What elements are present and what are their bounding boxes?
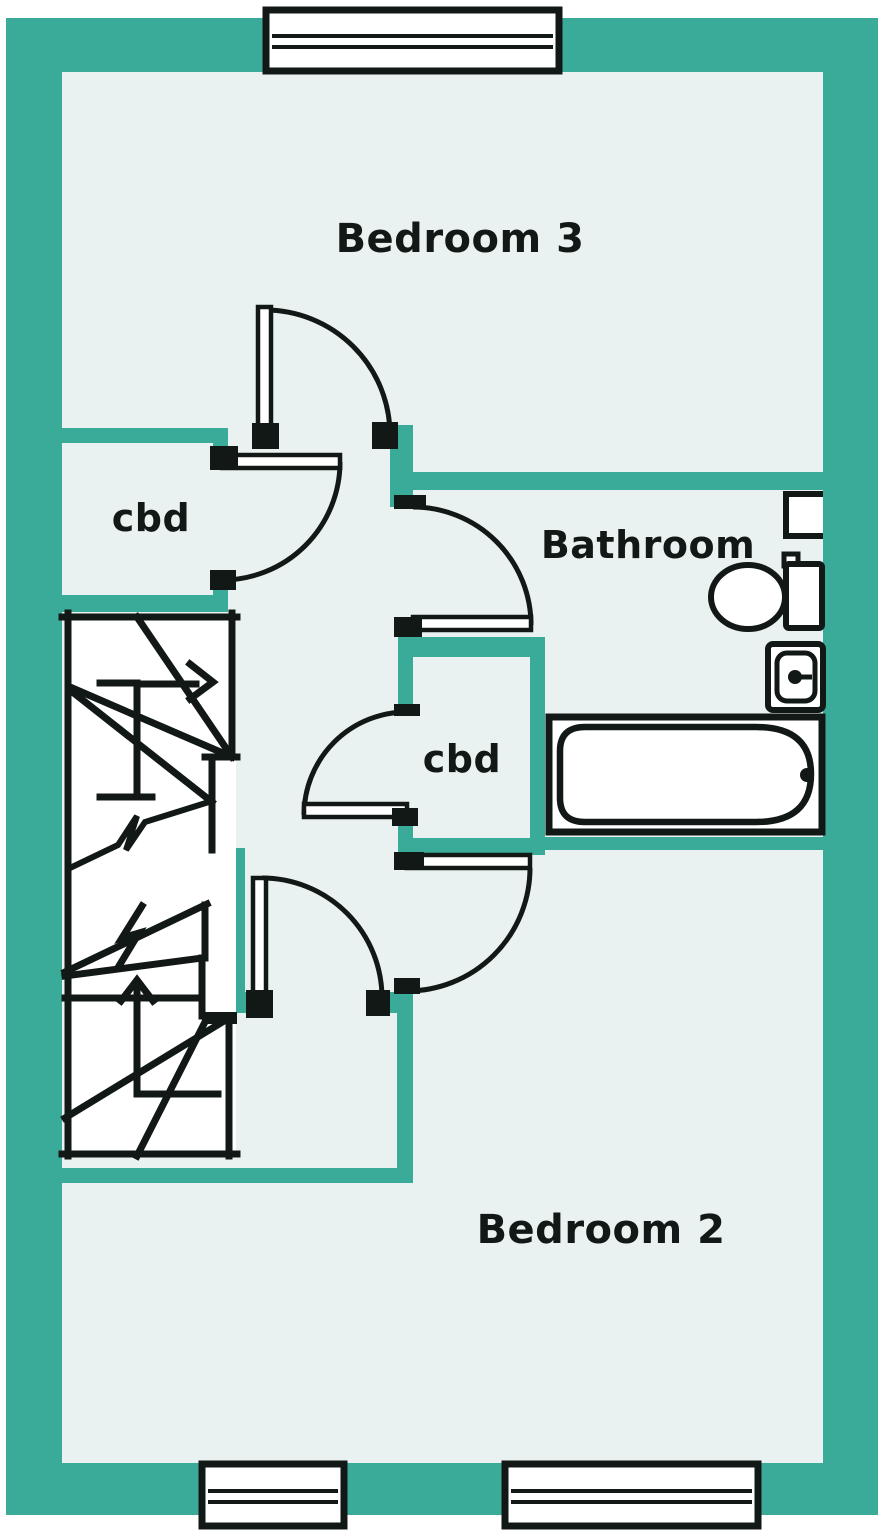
stair-arrow-lower-head	[116, 974, 158, 1006]
door-cbd-center	[301, 704, 420, 826]
label-cbd-left: cbd	[112, 496, 190, 540]
windows	[198, 6, 762, 1530]
wall-cbd-center-north	[398, 637, 545, 657]
doors	[210, 304, 534, 1018]
stair-winder-3	[65, 685, 217, 807]
stair-bolt-lower	[114, 901, 147, 971]
door-bathroom	[394, 495, 534, 637]
door-leaf	[404, 852, 533, 871]
door-leaf	[410, 614, 534, 633]
toilet-icon	[708, 551, 825, 632]
wall-cbd-left-south	[62, 595, 228, 612]
wall-bedroom2-nw-vertical	[397, 1013, 413, 1183]
wall-niche	[783, 491, 823, 539]
staircase	[58, 609, 241, 1161]
door-jamb	[394, 704, 420, 716]
door-jamb	[210, 446, 238, 470]
wall-bathroom-north	[390, 472, 823, 490]
door-jamb	[394, 852, 424, 870]
stair-right-cap	[202, 1012, 237, 1024]
stair-arrow-upper-shaft	[133, 680, 200, 799]
window-glazing	[511, 1489, 752, 1504]
stair-break-upper	[65, 797, 216, 873]
door-jamb	[394, 495, 426, 509]
stair-winder-5	[132, 1013, 212, 1161]
wall-cbd-center-south	[398, 838, 545, 855]
door-cbd-left	[210, 446, 343, 590]
stair-arrow-upper-head	[185, 659, 219, 704]
door-bedroom3	[252, 304, 398, 449]
door-jamb	[392, 808, 418, 826]
door-landing	[246, 875, 390, 1018]
window-frame	[262, 6, 563, 75]
stair-break-lower-2	[61, 954, 206, 980]
door-jamb	[366, 990, 390, 1016]
toilet-bowl	[708, 562, 788, 632]
door-leaf	[301, 801, 410, 820]
bath-drain	[800, 768, 814, 782]
bath-tub	[556, 723, 815, 826]
bath-icon	[545, 713, 826, 836]
basin-icon	[765, 641, 826, 713]
wall-bedroom2-north	[62, 1168, 413, 1183]
door-bedroom2	[394, 852, 533, 994]
wall-landing-south-east	[385, 992, 413, 1013]
door-swing-arc	[264, 307, 393, 436]
door-jamb	[372, 422, 398, 449]
door-swing-arc	[406, 867, 533, 994]
label-bathroom: Bathroom	[541, 523, 755, 567]
window-bottom-left	[198, 1460, 348, 1530]
label-bedroom2: Bedroom 2	[477, 1207, 726, 1253]
door-leaf	[250, 875, 269, 1001]
window-frame	[501, 1460, 762, 1530]
door-jamb	[246, 990, 273, 1018]
door-jamb	[252, 423, 279, 449]
stair-winder-2	[65, 682, 237, 762]
wall-bathroom-south	[545, 837, 823, 850]
wall-cbd-center-east	[530, 637, 545, 855]
door-swing-arc	[412, 504, 534, 626]
window-glazing	[208, 1489, 338, 1504]
door-leaf	[255, 304, 274, 438]
door-swing-arc	[261, 875, 385, 999]
window-bottom-right	[501, 1460, 762, 1530]
window-top	[262, 6, 563, 75]
toilet-cistern	[783, 561, 825, 631]
door-swing-arc	[221, 461, 343, 583]
door-leaf	[219, 452, 343, 471]
door-swing-arc	[301, 709, 408, 816]
room-labels: Bedroom 3 cbd Bathroom cbd Bedroom 2	[112, 216, 755, 1253]
bathroom-fixtures	[545, 491, 826, 836]
door-jamb	[210, 570, 236, 590]
wall-bedroom3-south	[62, 428, 228, 443]
window-glazing	[272, 34, 553, 49]
door-jamb	[394, 617, 422, 637]
label-cbd-center: cbd	[423, 737, 501, 781]
door-jamb	[394, 978, 420, 994]
label-bedroom3: Bedroom 3	[336, 216, 585, 262]
window-frame	[198, 1460, 348, 1530]
